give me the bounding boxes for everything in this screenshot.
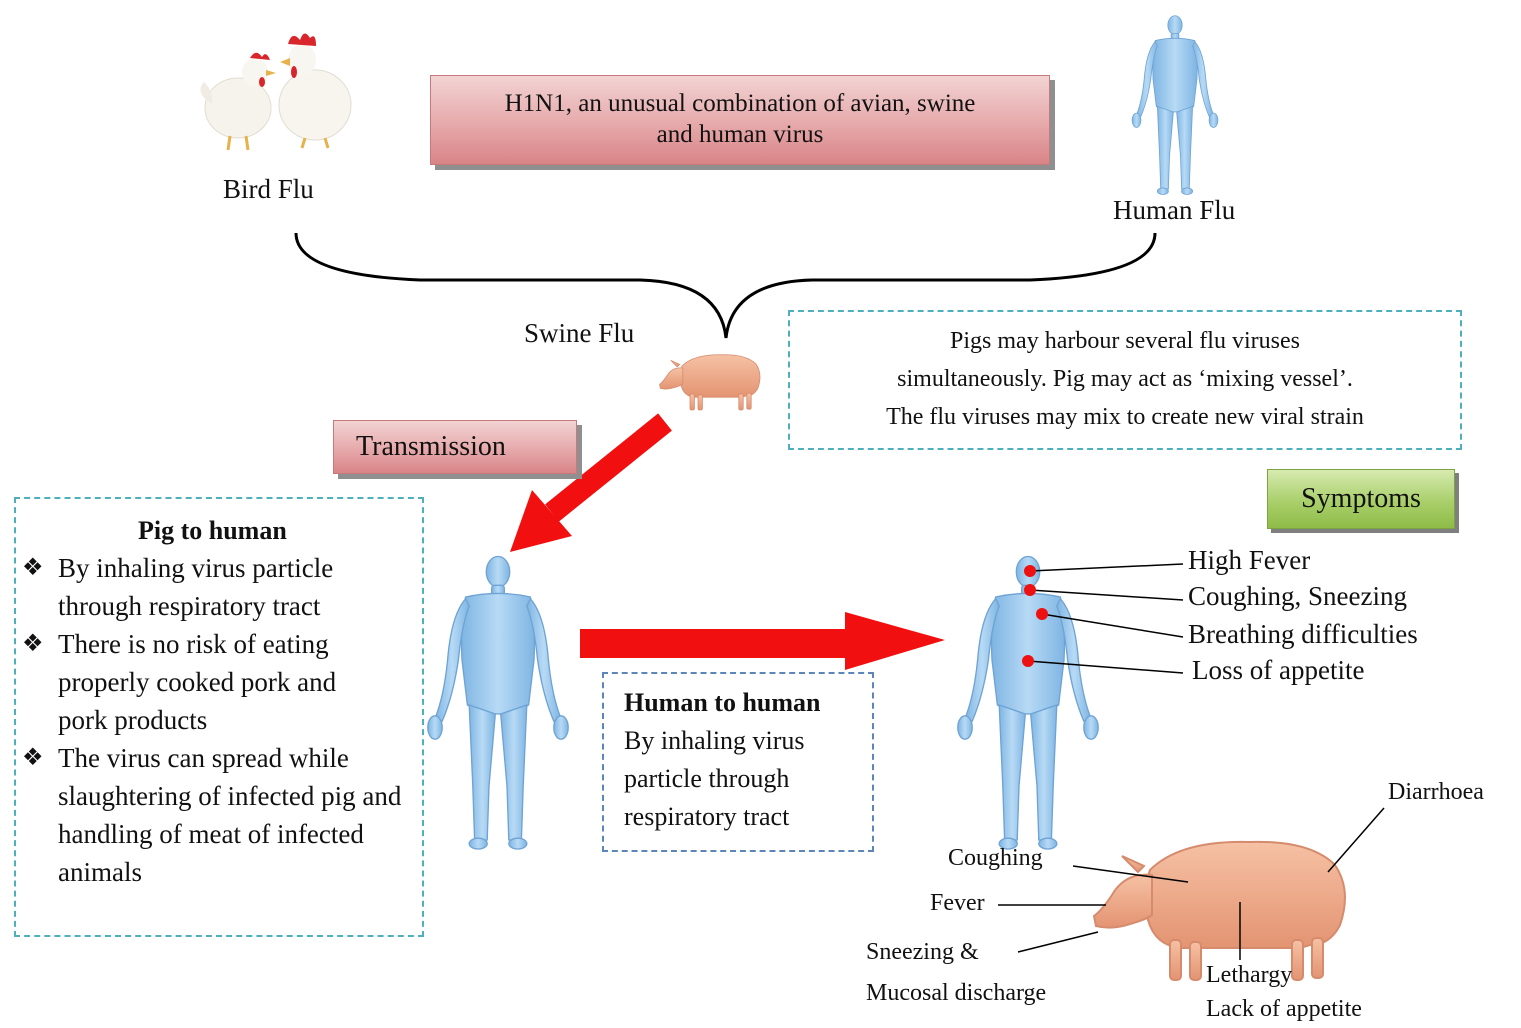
- h1n1-title-line2: and human virus: [431, 119, 1049, 150]
- bullet-text-1: By inhaling virus particle through respi…: [58, 549, 382, 625]
- human-body-middle-right: [958, 557, 1098, 850]
- h1n1-title-line1: H1N1, an unusual combination of avian, s…: [431, 76, 1049, 119]
- transmission-label: Transmission: [334, 421, 576, 473]
- human-body-middle-left: [428, 557, 568, 850]
- symptom-breathing-difficulties: Breathing difficulties: [1188, 619, 1418, 650]
- pig-symptom-diarrhoea: Diarrhoea: [1388, 779, 1484, 806]
- pig-symptom-fever: Fever: [930, 890, 985, 917]
- symptom-loss-of-appetite: Loss of appetite: [1192, 655, 1364, 686]
- pig-to-human-heading: Pig to human: [16, 499, 422, 549]
- bullet-text-3: The virus can spread while slaughtering …: [58, 739, 402, 891]
- bullet-item-3: ❖ The virus can spread while slaughterin…: [16, 739, 402, 891]
- pig-symptom-mucosal: Mucosal discharge: [866, 980, 1046, 1007]
- pig-symptom-coughing: Coughing: [948, 845, 1043, 872]
- chicken-right: [279, 33, 351, 148]
- human-to-human-line3: respiratory tract: [604, 798, 872, 836]
- swine-flu-label: Swine Flu: [524, 318, 634, 349]
- human-body-top-right: [1132, 16, 1218, 195]
- pig-large: [1094, 842, 1345, 980]
- bullet-diamond-icon: ❖: [22, 549, 58, 587]
- mixing-line3: The flu viruses may mix to create new vi…: [790, 398, 1460, 436]
- human-to-human-arrow: [580, 612, 945, 670]
- chicken-pair-illustration: [200, 33, 351, 150]
- bullet-text-2: There is no risk of eating properly cook…: [58, 625, 382, 739]
- pig-small: [660, 355, 760, 410]
- symptom-high-fever: High Fever: [1188, 545, 1310, 576]
- bullet-diamond-icon: ❖: [22, 625, 58, 663]
- pig-symptom-lethargy: Lethargy: [1206, 962, 1292, 989]
- mixing-line1: Pigs may harbour several flu viruses: [790, 312, 1460, 360]
- bullet-diamond-icon: ❖: [22, 739, 58, 777]
- symptom-coughing-sneezing: Coughing, Sneezing: [1188, 581, 1407, 612]
- pig-symptom-lack-of-appetite: Lack of appetite: [1206, 996, 1362, 1023]
- h1n1-title-box: H1N1, an unusual combination of avian, s…: [430, 75, 1050, 165]
- human-to-human-line1: By inhaling virus: [604, 722, 872, 760]
- bird-flu-label: Bird Flu: [223, 174, 314, 205]
- bullet-item-2: ❖ There is no risk of eating properly co…: [16, 625, 382, 739]
- pig-symptom-sneezing: Sneezing &: [866, 939, 979, 966]
- human-to-human-heading: Human to human: [604, 674, 872, 722]
- chicken-left: [200, 53, 276, 150]
- bullet-item-1: ❖ By inhaling virus particle through res…: [16, 549, 382, 625]
- transmission-label-box: Transmission: [333, 420, 577, 474]
- human-to-human-line2: particle through: [604, 760, 872, 798]
- human-to-human-box: Human to human By inhaling virus particl…: [602, 672, 874, 852]
- mixing-vessel-box: Pigs may harbour several flu viruses sim…: [788, 310, 1462, 450]
- symptoms-label-box: Symptoms: [1267, 469, 1455, 529]
- mixing-line2: simultaneously. Pig may act as ‘mixing v…: [790, 360, 1460, 398]
- human-flu-label: Human Flu: [1113, 195, 1235, 226]
- pig-to-human-box: Pig to human ❖ By inhaling virus particl…: [14, 497, 424, 937]
- symptoms-label: Symptoms: [1268, 470, 1454, 528]
